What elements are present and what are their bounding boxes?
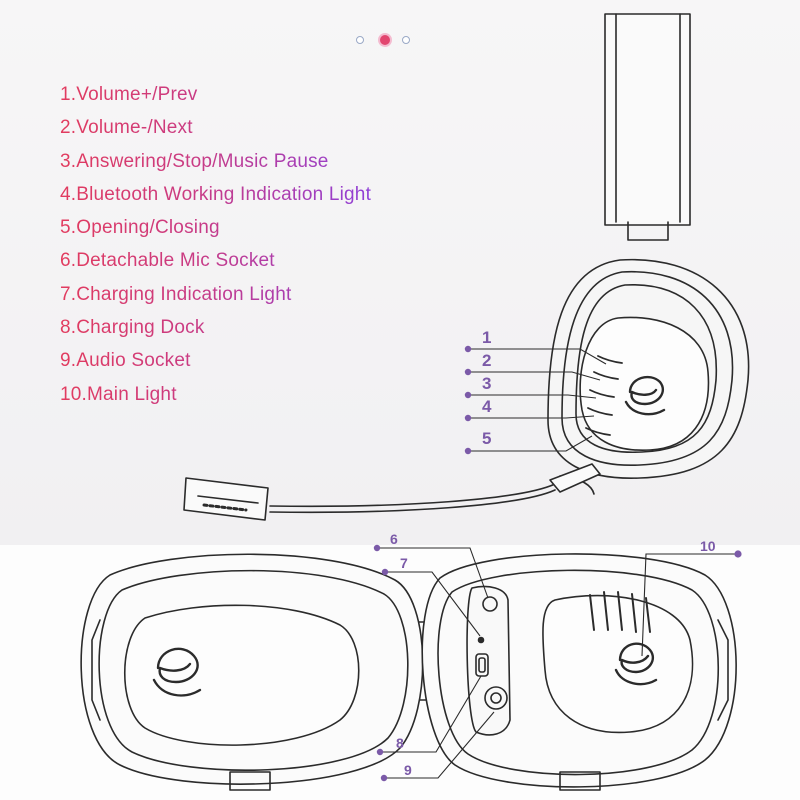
carousel-dot[interactable] <box>356 36 364 44</box>
callout-dots-bottom <box>373 544 742 782</box>
legend-item: 1.Volume+/Prev <box>60 82 371 115</box>
legend-item: 5.Opening/Closing <box>60 215 371 248</box>
callout-label: 9 <box>404 762 412 778</box>
brand-logo-icon <box>152 647 202 697</box>
legend-item: 3.Answering/Stop/Music Pause <box>60 149 371 182</box>
feature-legend: 1.Volume+/Prev 2.Volume-/Next 3.Answerin… <box>60 82 371 415</box>
headset-side-view <box>183 13 750 521</box>
callout-lines-bottom <box>377 547 738 779</box>
carousel-dot[interactable] <box>402 36 410 44</box>
callout-dots-side <box>464 345 472 455</box>
legend-item: 8.Charging Dock <box>60 315 371 348</box>
carousel-dot-active[interactable] <box>378 33 392 47</box>
brand-logo-icon <box>624 375 666 416</box>
callout-label: 2 <box>482 351 491 370</box>
callout-label: 4 <box>482 397 492 416</box>
callout-label: 1 <box>482 328 491 347</box>
brand-logo-icon <box>614 642 658 686</box>
side-buttons <box>585 355 623 436</box>
vent-slots <box>589 591 651 633</box>
callout-label: 10 <box>700 538 716 554</box>
legend-item: 6.Detachable Mic Socket <box>60 248 371 281</box>
callout-label: 7 <box>400 555 408 571</box>
callout-label: 5 <box>482 429 491 448</box>
callout-label: 8 <box>396 735 404 751</box>
legend-item: 7.Charging Indication Light <box>60 282 371 315</box>
callout-label: 6 <box>390 531 398 547</box>
legend-item: 9.Audio Socket <box>60 348 371 381</box>
legend-item: 10.Main Light <box>60 382 371 415</box>
legend-item: 2.Volume-/Next <box>60 115 371 148</box>
headset-bottom-view <box>80 553 737 791</box>
legend-item: 4.Bluetooth Working Indication Light <box>60 182 371 215</box>
callout-lines-side <box>468 348 607 452</box>
callout-label: 3 <box>482 374 491 393</box>
carousel-indicator <box>356 33 416 47</box>
